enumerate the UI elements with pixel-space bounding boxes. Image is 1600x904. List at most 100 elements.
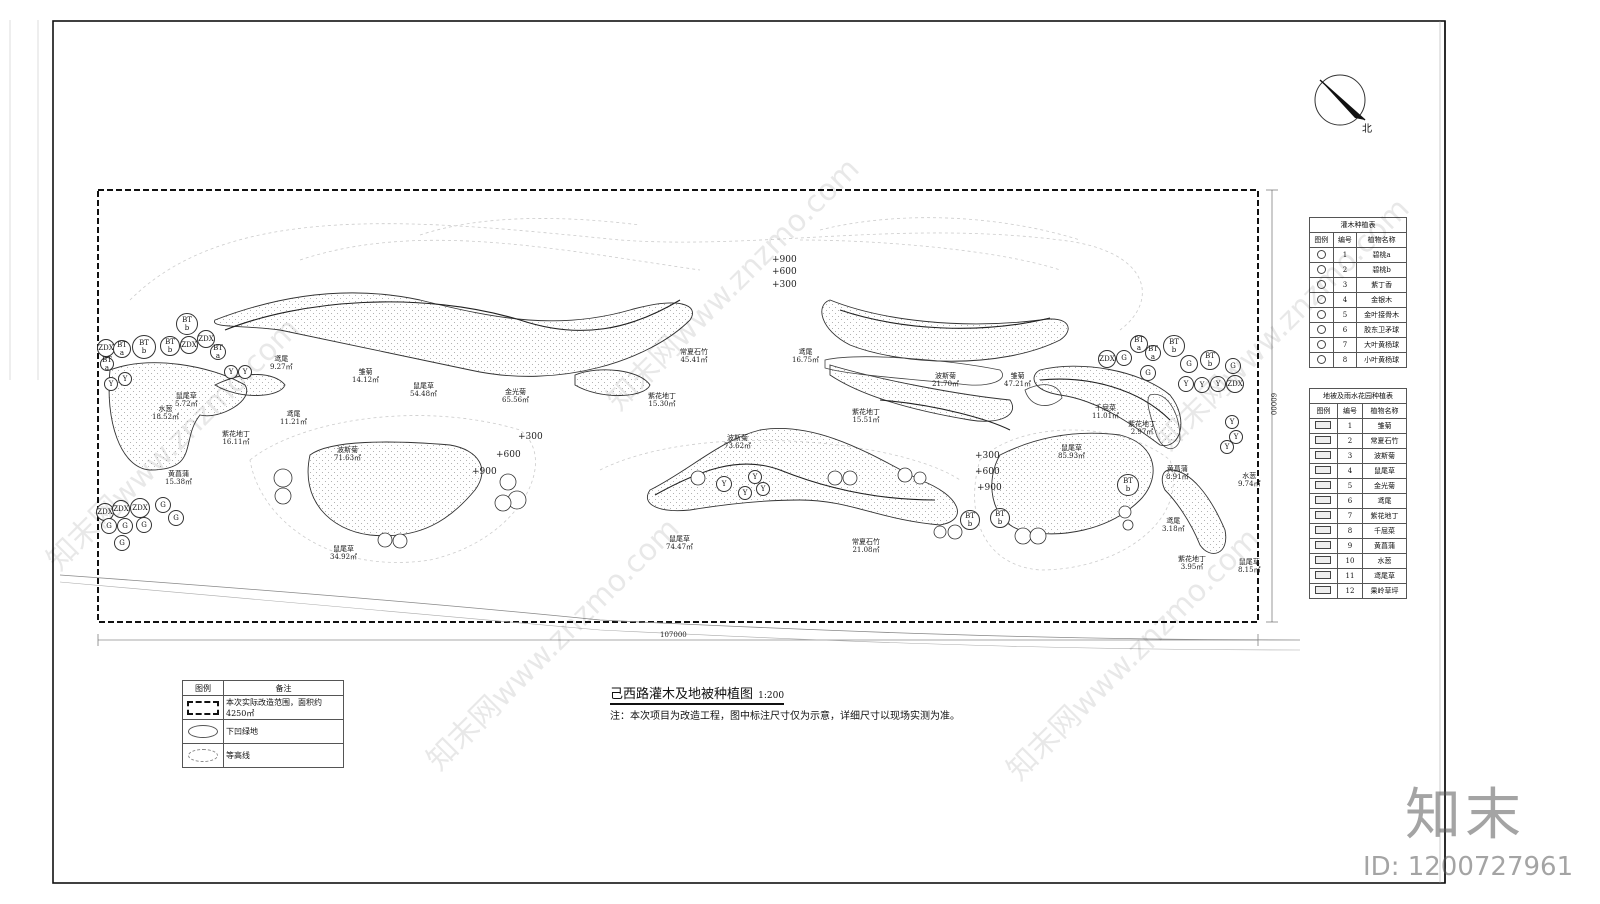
plant-number: 12 <box>1336 583 1364 599</box>
planting-beds <box>108 292 1227 554</box>
tree-symbols <box>273 467 1134 549</box>
bed-area: 73.62㎡ <box>724 442 752 450</box>
shrub-table-title: 灌木种植表 <box>1309 217 1407 233</box>
bed-area: 71.63㎡ <box>334 454 362 462</box>
bed-area: 8.15㎡ <box>1238 566 1261 574</box>
bed-plant-name: 黄菖蒲 <box>1166 465 1188 473</box>
elevation-label: +600 <box>496 450 521 460</box>
bed-area: 18.52㎡ <box>152 413 180 421</box>
bed-plant-name: 金光菊 <box>505 388 527 396</box>
legend-swatch-icon <box>1309 307 1334 323</box>
plant-number: 5 <box>1336 478 1364 494</box>
table-header: 图例 <box>182 680 224 696</box>
bed-area: 11.21㎡ <box>280 418 308 426</box>
plant-name: 紫花地丁 <box>1362 508 1407 524</box>
plant-name: 鸢尾 <box>1362 493 1407 509</box>
drawing-note: 注：本次项目为改造工程，图中标注尺寸仅为示意，详细尺寸以现场实测为准。 <box>610 711 960 722</box>
shrub-symbol-icon: Y <box>1225 415 1239 429</box>
bed-plant-name: 波斯菊 <box>337 446 359 454</box>
bed-plant-name: 黄菖蒲 <box>168 470 190 478</box>
shrub-symbol-icon: Y <box>224 365 238 379</box>
bed-plant-name: 波斯菊 <box>727 434 749 442</box>
plant-name: 水葱 <box>1362 553 1407 569</box>
bed-area: 74.47㎡ <box>666 543 694 551</box>
brand-logo: 知末 <box>1405 783 1525 848</box>
bed-area: 9.27㎡ <box>270 363 293 371</box>
bed-area: 21.08㎡ <box>852 546 880 554</box>
bed-plant-name: 常夏石竹 <box>680 348 708 356</box>
legend-swatch-icon <box>1309 448 1338 464</box>
table-header: 植物名称 <box>1362 403 1407 419</box>
bed-plant-name: 常夏石竹 <box>852 538 880 546</box>
elevation-label: +600 <box>975 467 1000 477</box>
plant-name: 大叶黄杨球 <box>1356 337 1407 353</box>
shrub-symbol-icon: G <box>136 517 152 533</box>
bed-area: 14.12㎡ <box>352 376 380 384</box>
shrub-symbol-icon: G <box>1116 350 1132 366</box>
bed-plant-name: 紫花地丁 <box>1128 420 1156 428</box>
plant-name: 小叶黄杨球 <box>1356 352 1407 368</box>
drawing-scale: 1:200 <box>758 691 785 701</box>
plant-name: 碧桃a <box>1356 247 1407 263</box>
plant-number: 4 <box>1336 463 1364 479</box>
ground-table-title: 地被及雨水花园种植表 <box>1309 388 1407 404</box>
shrub-symbol-icon: G <box>168 510 184 526</box>
bed-area: 65.56㎡ <box>502 396 530 404</box>
legend-swatch-icon <box>1309 247 1334 263</box>
legend-swatch-icon <box>1309 568 1338 584</box>
bed-area: 8.91㎡ <box>1166 473 1189 481</box>
plant-name: 紫丁香 <box>1356 277 1407 293</box>
shrub-symbol-icon: Y <box>1194 377 1210 393</box>
shrub-symbol-icon: Y <box>756 482 770 496</box>
bed-plant-name: 紫花地丁 <box>852 408 880 416</box>
plant-number: 4 <box>1332 292 1358 308</box>
plant-name: 波斯菊 <box>1362 448 1407 464</box>
shrub-symbol-icon: Y <box>104 377 118 391</box>
plant-name: 千屈菜 <box>1362 523 1407 539</box>
plant-name: 常夏石竹 <box>1362 433 1407 449</box>
legend-swatch-icon <box>1309 418 1338 434</box>
bed-plant-name: 水葱 <box>158 405 173 413</box>
bed-plant-name: 鼠尾草 <box>1238 558 1260 566</box>
bed-area: 45.41㎡ <box>680 356 708 364</box>
plant-name: 鸢尾草 <box>1362 568 1407 584</box>
plant-number: 7 <box>1336 508 1364 524</box>
bed-area: 21.70㎡ <box>932 380 960 388</box>
north-label: 北 <box>1362 124 1372 135</box>
renovation-boundary <box>97 189 1259 623</box>
legend-swatch-icon <box>1309 523 1338 539</box>
legend-text: 本次实际改造范围，面积约4250㎡ <box>223 695 344 720</box>
elevation-label: +300 <box>518 432 543 442</box>
plant-number: 6 <box>1336 493 1364 509</box>
bed-area: 11.01㎡ <box>1092 412 1120 420</box>
legend-text: 下凹绿地 <box>223 719 344 744</box>
plant-number: 6 <box>1332 322 1358 338</box>
